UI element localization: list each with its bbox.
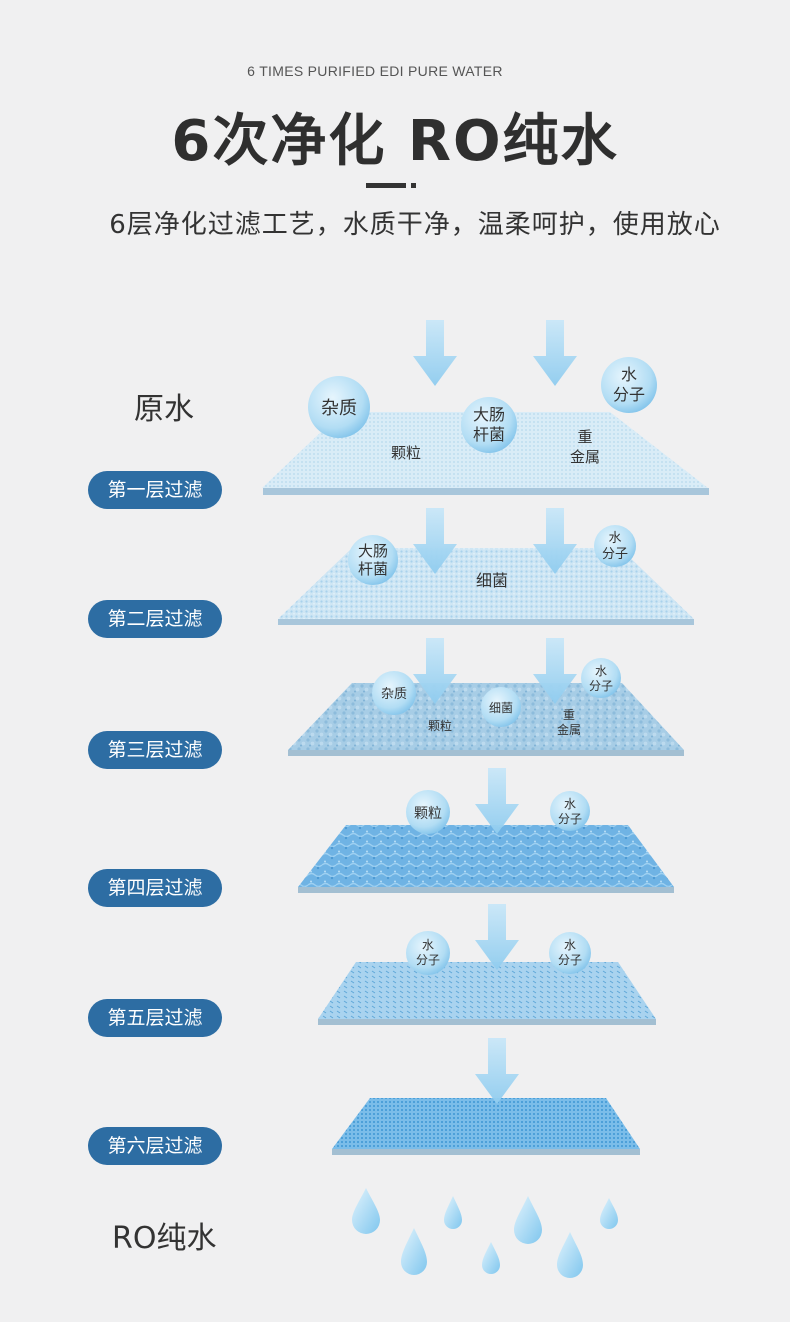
svg-text:大肠: 大肠 [473, 405, 505, 424]
svg-text:分子: 分子 [558, 812, 582, 826]
svg-text:分子: 分子 [558, 953, 582, 967]
layer-3-text-heavy: 重 [563, 708, 575, 722]
bubble-ecoli: 大肠 杆菌 [461, 397, 517, 453]
water-drop-icon [401, 1228, 427, 1275]
layer-2-text-bacteria: 细菌 [476, 571, 508, 590]
svg-text:水: 水 [608, 531, 621, 546]
arrow-icon [533, 320, 577, 386]
bubble-bacteria: 细菌 [481, 687, 521, 727]
water-drop-icon [482, 1242, 500, 1274]
layer-1-text-metal: 金属 [570, 448, 600, 466]
water-drop-icon [557, 1232, 583, 1278]
bubble-text: 杂质 [321, 398, 357, 419]
bubble-impurity: 杂质 [308, 376, 370, 438]
bubble-water-molecule: 水 分子 [581, 658, 621, 698]
layer-3-text-metal: 金属 [557, 722, 581, 737]
bubble-text: 细菌 [489, 701, 513, 715]
water-drop-icon [352, 1188, 380, 1234]
layer-1-text-particle: 颗粒 [391, 444, 421, 462]
layer-4-plate [298, 825, 674, 893]
layer-6-plate [332, 1098, 640, 1155]
bubble-water-molecule: 水 分子 [601, 357, 657, 413]
svg-text:分子: 分子 [602, 547, 628, 562]
svg-text:水: 水 [595, 664, 607, 678]
bubble-water-molecule: 水 分子 [406, 931, 450, 975]
water-drop-icon [444, 1196, 462, 1229]
bubble-water-molecule: 水 分子 [549, 932, 591, 974]
svg-text:杆菌: 杆菌 [358, 560, 388, 578]
layer-3-text-particle: 颗粒 [428, 718, 452, 733]
arrow-icon [413, 320, 457, 386]
arrow-icon [475, 904, 519, 970]
bubble-water-molecule: 水 分子 [550, 791, 590, 831]
svg-text:水: 水 [422, 938, 434, 952]
layer-1-text-heavy: 重 [577, 428, 592, 446]
svg-text:分子: 分子 [416, 953, 440, 967]
bubble-ecoli: 大肠 杆菌 [348, 535, 398, 585]
svg-text:水: 水 [564, 938, 576, 952]
svg-text:杆菌: 杆菌 [473, 425, 505, 444]
water-drop-icon [600, 1198, 618, 1229]
svg-text:分子: 分子 [613, 385, 645, 404]
arrow-icon [475, 768, 519, 834]
svg-text:分子: 分子 [589, 679, 613, 693]
bubble-water-molecule: 水 分子 [594, 525, 636, 567]
arrow-icon [475, 1038, 519, 1104]
bubble-impurity: 杂质 [372, 671, 416, 715]
svg-text:水: 水 [564, 797, 576, 811]
svg-text:大肠: 大肠 [358, 542, 388, 560]
bubble-text: 颗粒 [414, 806, 442, 822]
bubble-text: 杂质 [381, 687, 407, 702]
water-drop-icon [514, 1196, 542, 1244]
svg-text:水: 水 [621, 365, 637, 384]
layer-5-plate [318, 962, 656, 1025]
bubble-particle: 颗粒 [406, 790, 450, 834]
